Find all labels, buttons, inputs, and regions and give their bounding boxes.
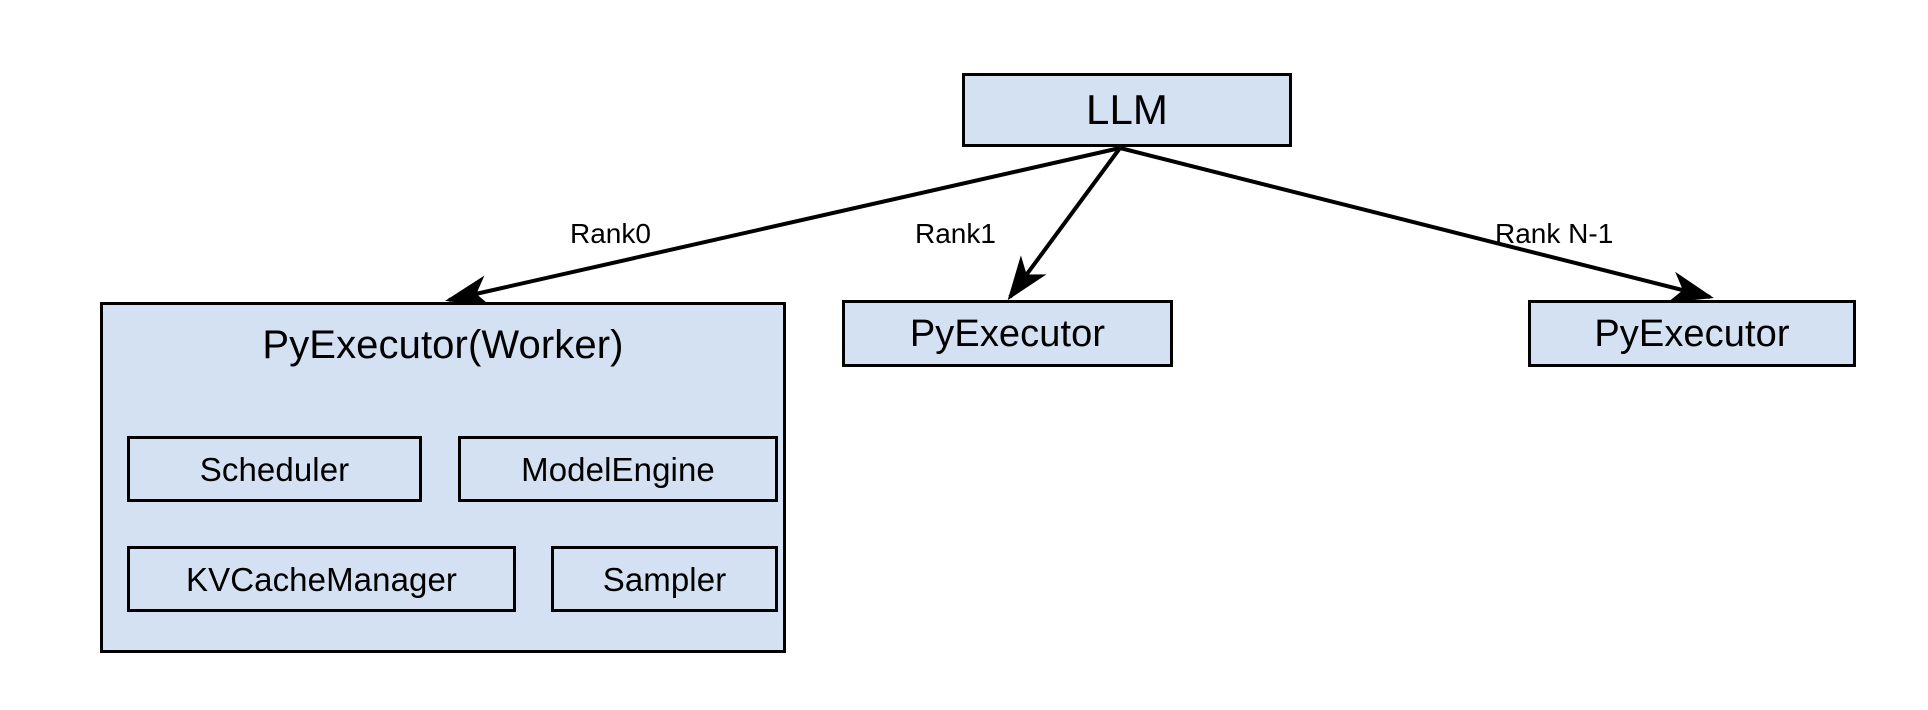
node-pyexecutor-rankn[interactable]: PyExecutor [1528,300,1856,367]
node-scheduler-label: Scheduler [199,450,350,488]
node-sampler-label: Sampler [602,560,727,598]
edge-llm-to-pyexecutor-rankn [1119,146,1714,303]
node-llm[interactable]: LLM [962,73,1292,147]
node-kv-cache-manager-label: KVCacheManager [185,560,458,598]
edge-llm-to-pyexecutor-rank1 [1007,146,1122,301]
node-pyexecutor-worker-label: PyExecutor(Worker) [262,323,624,367]
edge-label-rank-n-1: Rank N-1 [1495,218,1614,249]
node-sampler[interactable]: Sampler [551,546,778,612]
node-model-engine[interactable]: ModelEngine [458,436,778,502]
node-model-engine-label: ModelEngine [521,450,715,488]
node-pyexecutor-rank1[interactable]: PyExecutor [842,300,1173,367]
edge-label-rank0: Rank0 [570,218,651,249]
edge-llm-to-worker [445,146,1121,307]
node-scheduler[interactable]: Scheduler [127,436,422,502]
node-pyexecutor-rank1-label: PyExecutor [909,312,1106,355]
node-pyexecutor-worker[interactable]: PyExecutor(Worker) Scheduler ModelEngine… [100,302,786,653]
node-pyexecutor-rankn-label: PyExecutor [1594,312,1790,355]
node-llm-label: LLM [1085,86,1168,133]
edge-label-rank1: Rank1 [915,218,996,249]
node-kv-cache-manager[interactable]: KVCacheManager [127,546,516,612]
